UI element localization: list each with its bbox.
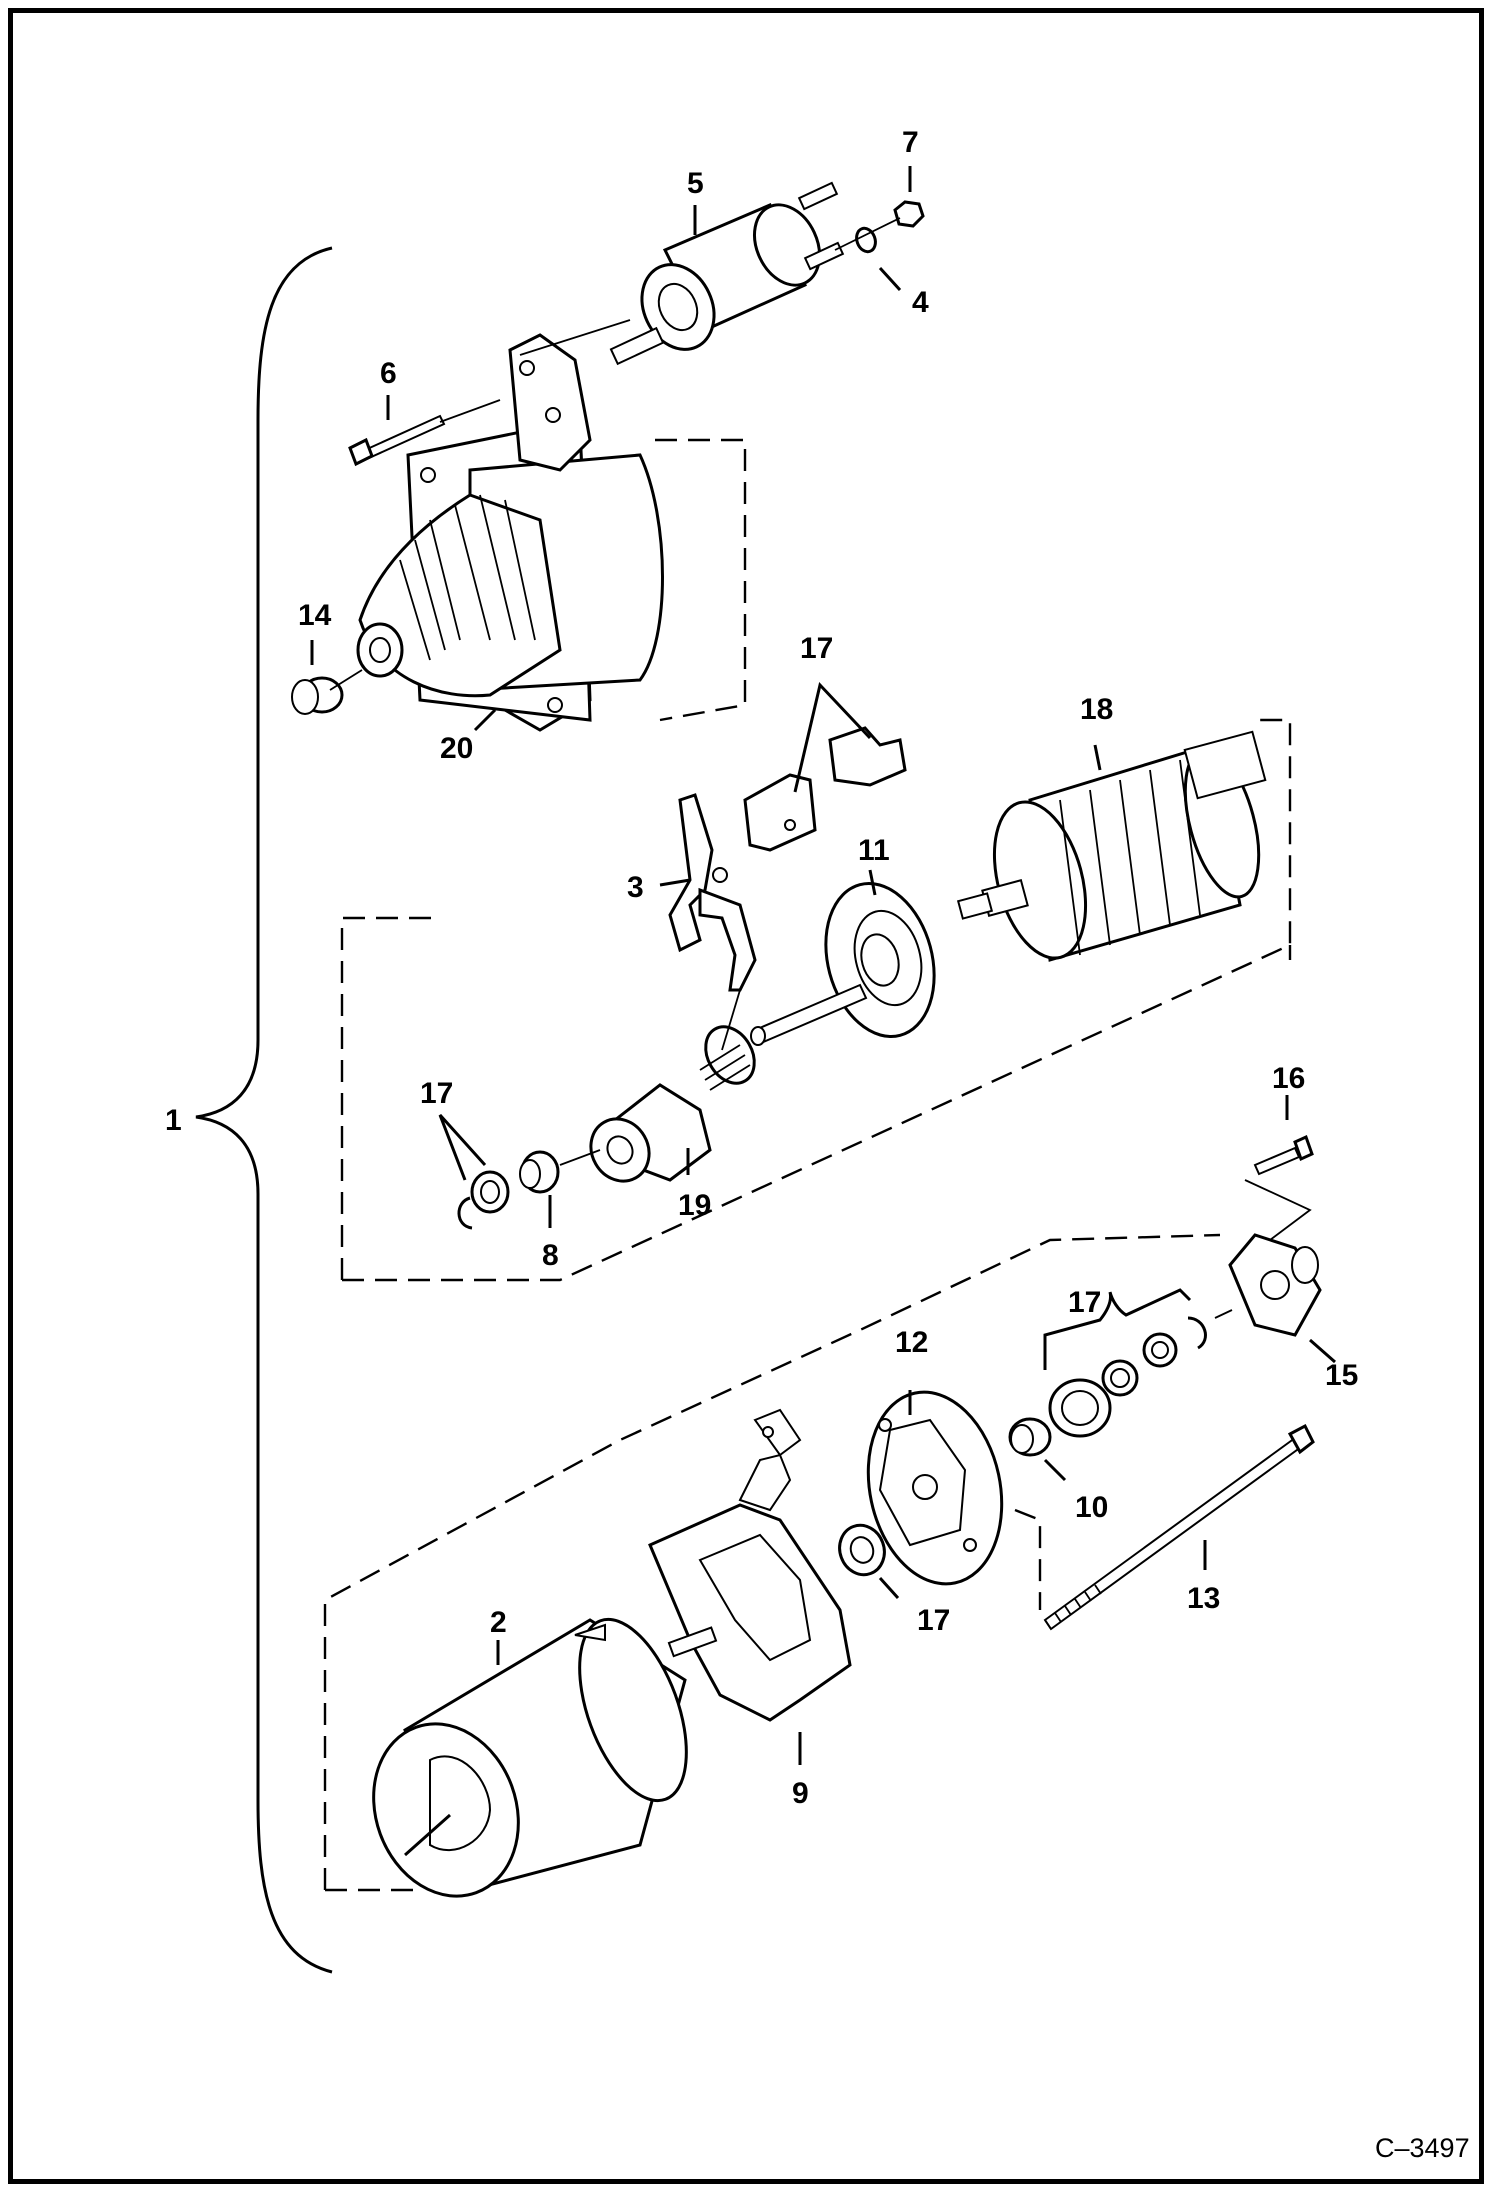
callout-12: 12 [895, 1326, 928, 1359]
callout-10: 10 [1075, 1491, 1108, 1524]
callout-3: 3 [627, 871, 644, 904]
cover-screw [1253, 1134, 1314, 1176]
callout-15: 15 [1325, 1359, 1358, 1392]
callout-8: 8 [542, 1239, 559, 1272]
callout-5: 5 [687, 167, 704, 200]
diagram-frame [8, 8, 1484, 2184]
through-bolt [1043, 1423, 1315, 1631]
drive-shaft [750, 983, 868, 1046]
callout-20: 20 [440, 732, 473, 765]
callout-17-top: 17 [800, 632, 833, 665]
figure-id: C–3497 [1375, 2133, 1470, 2163]
solenoid [609, 181, 845, 366]
intermediate-bearing [824, 881, 936, 1039]
callout-2: 2 [490, 1606, 507, 1639]
callout-6: 6 [380, 357, 397, 390]
drive-housing [356, 333, 664, 732]
lock-washer [855, 226, 877, 254]
callout-11: 11 [858, 834, 890, 867]
callout-17-bottom: 17 [917, 1604, 950, 1637]
callout-17-left: 17 [420, 1077, 453, 1110]
callout-17-right: 17 [1068, 1286, 1101, 1319]
callout-7: 7 [902, 126, 919, 159]
solenoid-seal-kit [743, 726, 907, 852]
callout-1: 1 [165, 1104, 182, 1137]
drive-bushing [291, 676, 344, 715]
brush-holder-assembly [648, 1408, 852, 1722]
callout-14: 14 [298, 599, 332, 632]
terminal-nut [893, 200, 925, 228]
pinion-drive [589, 1025, 756, 1183]
callout-4: 4 [912, 286, 929, 319]
field-frame [372, 1617, 688, 1898]
shift-lever [668, 793, 757, 992]
callout-9: 9 [792, 1777, 809, 1810]
armature [956, 730, 1267, 962]
snap-ring-retainer [457, 1170, 510, 1230]
assembly-brace [195, 246, 333, 1974]
callout-19: 19 [678, 1189, 711, 1222]
end-cap [1228, 1233, 1322, 1337]
stop-collar [519, 1150, 560, 1194]
mounting-bolt [348, 414, 446, 467]
callout-16: 16 [1272, 1062, 1305, 1095]
thrust-washer [838, 1523, 886, 1577]
shim-washer-set [1048, 1316, 1207, 1438]
callout-13: 13 [1187, 1582, 1220, 1615]
callout-18: 18 [1080, 693, 1113, 726]
commutator-bushing [1008, 1417, 1052, 1457]
commutator-end-cover [866, 1390, 1004, 1586]
